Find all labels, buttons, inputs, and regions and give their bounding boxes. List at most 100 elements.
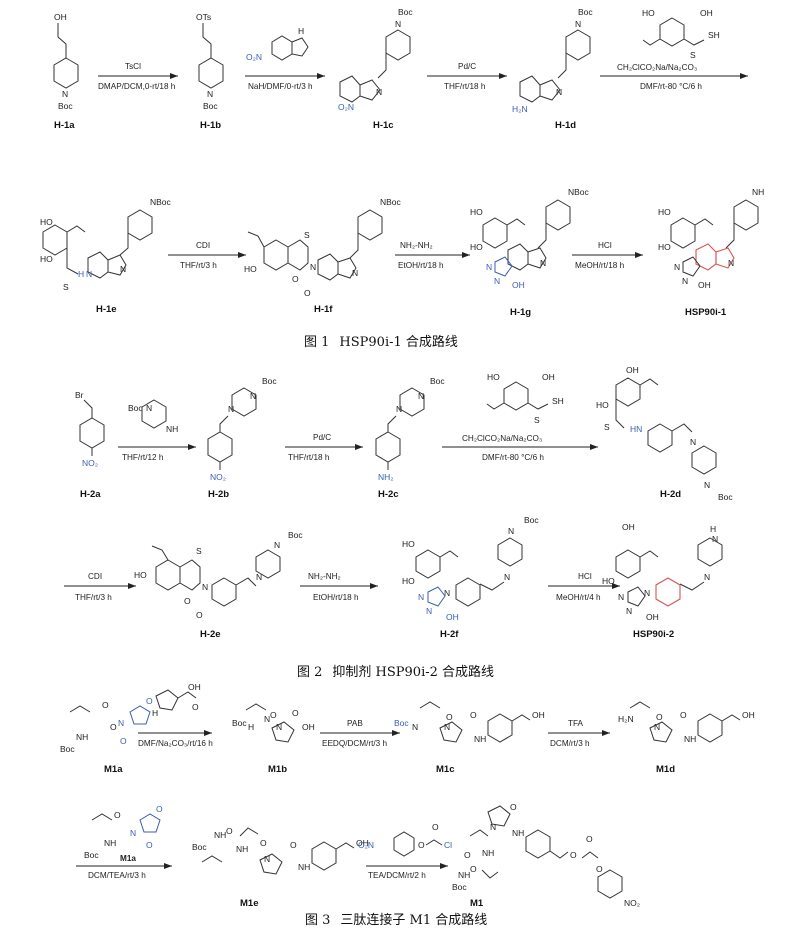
atom-label: OH (700, 8, 713, 18)
atom-label: O (226, 826, 233, 836)
structure-h-2c: Boc N N NH₂ H-2c (375, 376, 445, 500)
atom-label: O (680, 710, 687, 720)
atom-label: HO (487, 372, 500, 382)
compound-label: H-1e (96, 304, 117, 315)
atom-label: NH (76, 732, 88, 742)
atom-label: Boc (58, 101, 73, 111)
structure-m1d: H₂N O N O NH OH M1d (618, 701, 755, 775)
structure-h-2a: Br NO₂ H-2a (75, 390, 105, 500)
atom-label: N (264, 854, 270, 864)
conditions-label: EtOH/rt/18 h (313, 593, 359, 602)
compound-label: H-2c (378, 489, 399, 500)
atom-label: NH (482, 848, 494, 858)
atom-label: Br (75, 390, 84, 400)
atom-label: O (196, 610, 203, 620)
conditions-label: DMF/Na₂CO₃/rt/16 h (138, 739, 213, 748)
atom-label: N (118, 718, 124, 728)
atom-label: O (156, 804, 163, 814)
atom-label: O (656, 712, 663, 722)
atom-label: O (304, 288, 311, 298)
atom-label: O (464, 850, 471, 860)
reagent-nitroindole: H O₂N (246, 26, 309, 62)
conditions-label: THF/rt/18 h (444, 82, 486, 91)
atom-label: H (710, 524, 716, 534)
atom-label: N (228, 404, 234, 414)
atom-label: N (250, 391, 256, 401)
atom-label: O (446, 712, 453, 722)
atom-label: N (276, 722, 282, 732)
atom-label: N (486, 262, 492, 272)
atom-label: O (292, 274, 299, 284)
atom-label: OH (698, 280, 711, 290)
atom-label: N (575, 19, 581, 29)
compound-label: H-1a (54, 120, 75, 131)
atom-label: NH (752, 187, 764, 197)
structure-m1a: NH Boc O O N O O M1a (60, 696, 153, 775)
reagent-label: NH₂-NH₂ (308, 572, 341, 581)
figure-1-scheme: OH N Boc H-1a TsCl DMAP/DCM,0-rt/18 h OT… (40, 7, 764, 318)
atom-label: O (570, 850, 577, 860)
atom-label: N (540, 258, 546, 268)
atom-label: O (184, 596, 191, 606)
conditions-label: NaH/DMF/0-rt/3 h (248, 82, 313, 91)
atom-label: HO (602, 576, 615, 586)
conditions-label: EEDQ/DCM/rt/3 h (322, 739, 388, 748)
figure-1-caption: 图 1 HSP90i-1 合成路线 (304, 331, 458, 350)
structure-h-2f: Boc N N N HO HO N N OH H-2f (402, 515, 539, 640)
atom-label: N (654, 722, 660, 732)
atom-label: N (494, 276, 500, 286)
atom-label: N (626, 606, 632, 616)
atom-label: Boc (288, 530, 303, 540)
atom-label: HO (402, 576, 415, 586)
atom-label: NO₂ (210, 472, 226, 482)
compound-label: H-2d (660, 489, 681, 500)
reagent-m1a: NH Boc O N O O M1a (84, 804, 163, 863)
caption-title: HSP90i-1 合成路线 (339, 335, 458, 350)
atom-label: S (196, 546, 202, 556)
atom-label: N (86, 269, 92, 279)
atom-label: HO (658, 207, 671, 217)
conditions-label: THF/rt/3 h (180, 261, 217, 270)
structure-hsp90i-2: H N N N OH HO N N OH HSP90i-2 (602, 522, 723, 640)
atom-label: N (682, 276, 688, 286)
atom-label: H₂N (618, 714, 634, 724)
atom-label: OH (626, 365, 639, 375)
compound-label: HSP90i-1 (685, 307, 727, 318)
structure-h-1b: OTs N Boc H-1b (196, 12, 224, 131)
atom-label: NBoc (150, 197, 172, 207)
compound-label: H-1c (373, 120, 394, 131)
caption-number: 图 2 (297, 665, 323, 680)
atom-label: H₂N (512, 104, 528, 114)
atom-label: OTs (196, 12, 211, 22)
reagent-label: CDI (196, 241, 210, 250)
atom-label: Boc (84, 850, 99, 860)
conditions-label: DCM/TEA/rt/3 h (88, 871, 146, 880)
atom-label: OH (742, 710, 755, 720)
caption-number: 图 3 (305, 913, 331, 928)
atom-label: OH (542, 372, 555, 382)
atom-label: NH (298, 862, 310, 872)
atom-label: NH (166, 424, 178, 434)
atom-label: N (62, 89, 68, 99)
reagent-label: TsCl (125, 62, 141, 71)
compound-label: H-1b (200, 120, 221, 131)
atom-label: O (596, 864, 603, 874)
atom-label: HO (402, 539, 415, 549)
atom-label: OH (356, 838, 369, 848)
caption-number: 图 1 (304, 335, 330, 350)
structure-m1b: Boc H N O N OH O M1b (232, 703, 315, 775)
atom-label: OH (54, 12, 67, 22)
atom-label: N (130, 828, 136, 838)
conditions-label: THF/rt/3 h (75, 593, 112, 602)
structure-m1: N NH O O O O NO₂ O NH NH Boc O M1 (452, 802, 640, 909)
atom-label: N (618, 592, 624, 602)
compound-label: H-1g (510, 307, 531, 318)
atom-label: OH (302, 722, 315, 732)
atom-label: H (248, 722, 254, 732)
atom-label: N (444, 588, 450, 598)
atom-label: Boc (60, 744, 75, 754)
atom-label: SH (708, 30, 720, 40)
atom-label: O₂N (338, 102, 354, 112)
atom-label: Boc (192, 842, 207, 852)
